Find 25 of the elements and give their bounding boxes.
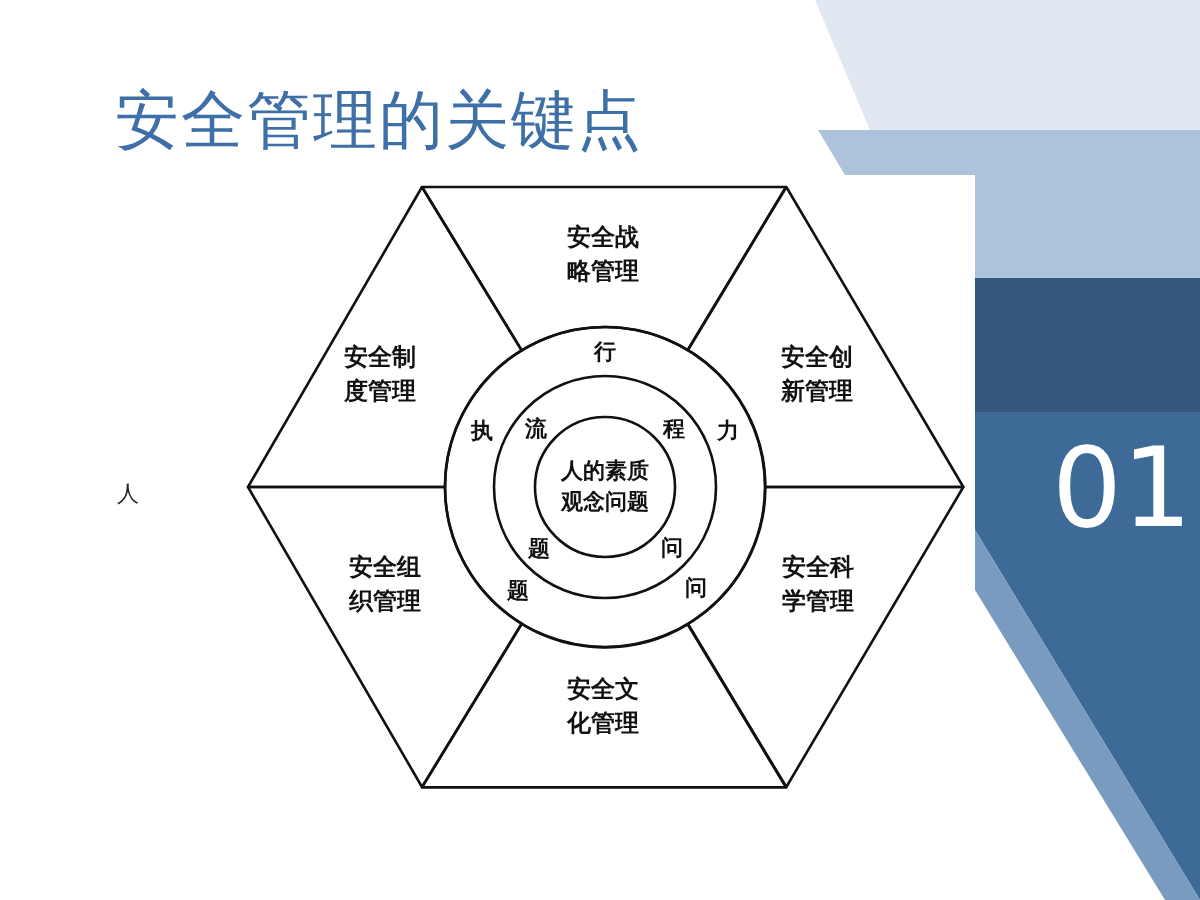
segment-label: 安全战略管理 bbox=[566, 222, 640, 287]
hexagon-segment bbox=[246, 185, 524, 489]
side-label: 人 bbox=[117, 482, 139, 507]
section-number: 01 bbox=[1052, 428, 1192, 549]
outer-ring bbox=[443, 325, 767, 649]
ring-label: 力 bbox=[717, 420, 740, 442]
slide-title: 安全管理的关键点 bbox=[115, 84, 643, 158]
segment-label: 安全科学管理 bbox=[781, 552, 855, 617]
segment-label: 安全制度管理 bbox=[343, 342, 417, 407]
segment-label: 安全文化管理 bbox=[566, 674, 640, 739]
hexagon-segment bbox=[685, 185, 965, 489]
ring-label: 问 bbox=[684, 576, 707, 599]
ring-label: 题 bbox=[527, 537, 550, 560]
segment-label: 安全组织管理 bbox=[347, 552, 422, 617]
segment-label: 安全创新管理 bbox=[780, 342, 854, 407]
ring-label: 行 bbox=[594, 340, 616, 363]
ring-label: 程 bbox=[663, 417, 686, 440]
middle-ring bbox=[492, 374, 718, 600]
ring-label: 流 bbox=[524, 417, 547, 440]
center-label: 人的素质观念问题 bbox=[559, 457, 650, 516]
ring-label: 问 bbox=[661, 536, 684, 559]
hexagon-segment bbox=[420, 621, 788, 789]
ring-label: 题 bbox=[506, 579, 529, 602]
hexagon-segment bbox=[685, 485, 965, 789]
ring-label: 执 bbox=[470, 420, 493, 442]
